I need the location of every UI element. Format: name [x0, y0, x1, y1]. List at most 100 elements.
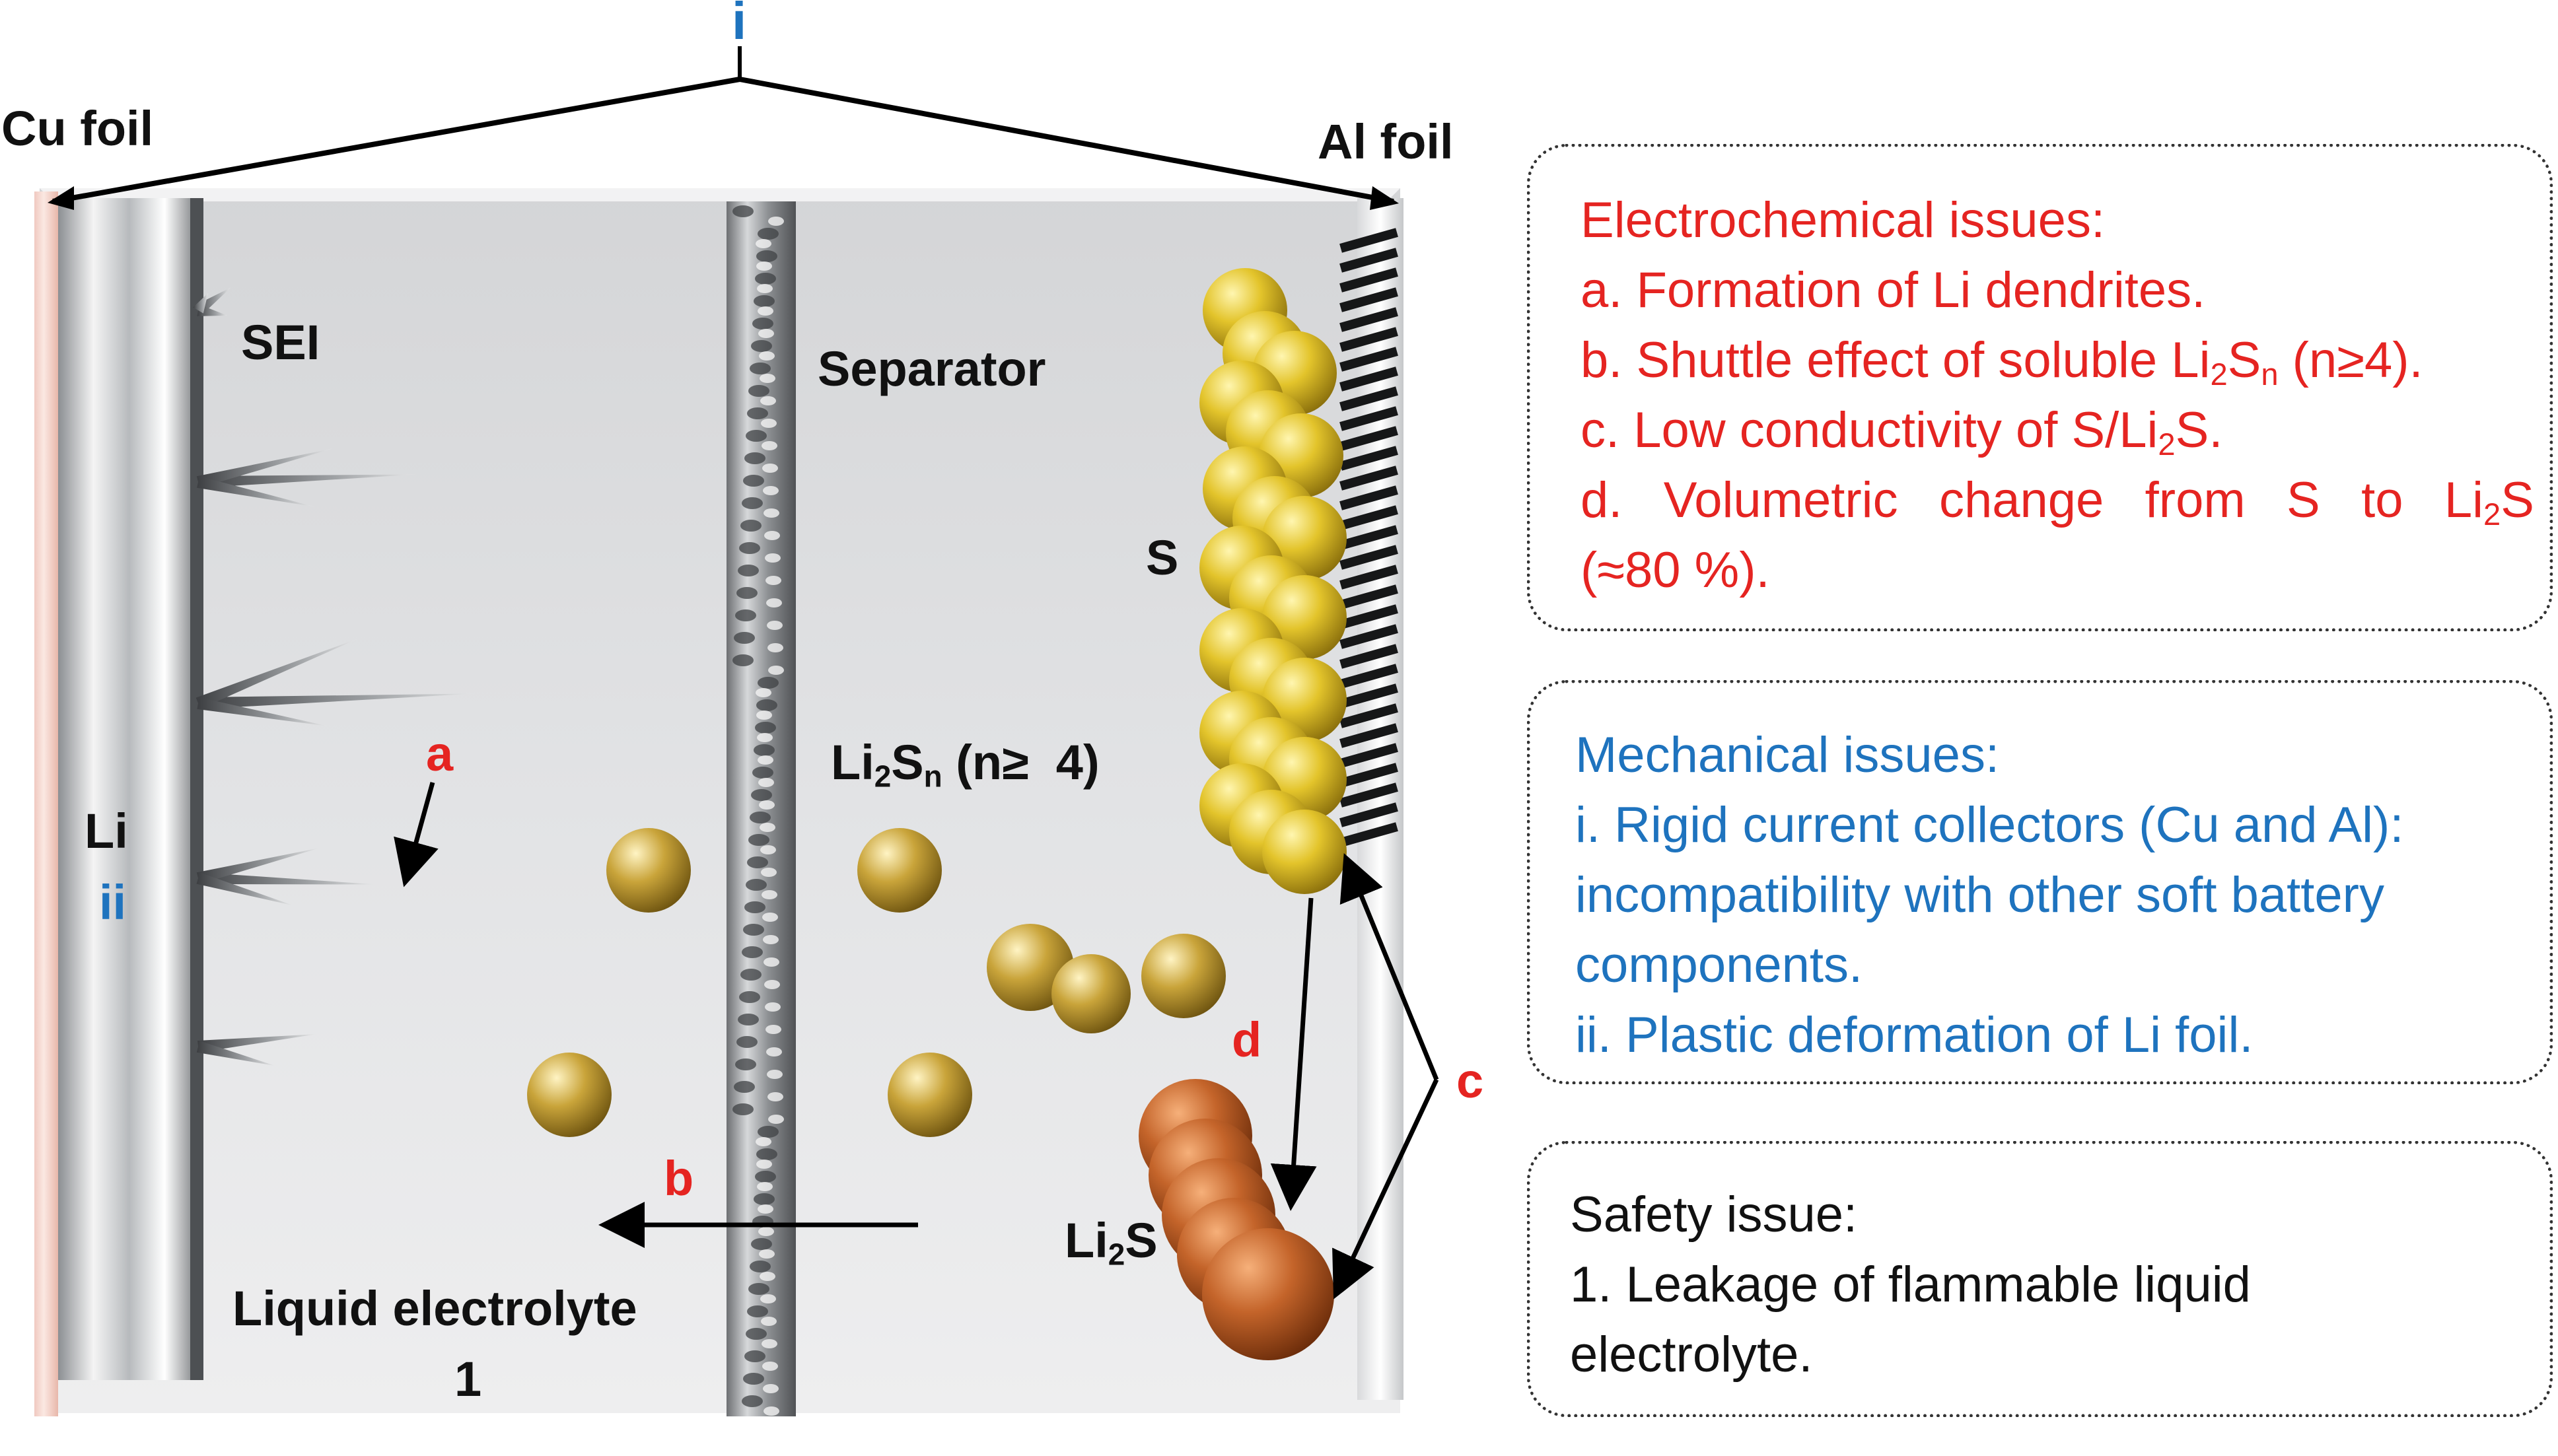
separator-fiber	[760, 1294, 776, 1303]
coating-stripe	[1339, 683, 1398, 709]
issue-c: c. Low conductivity of S/Li2S.	[1581, 402, 2223, 462]
li-dendrite	[195, 639, 358, 709]
separator-fiber	[740, 520, 762, 532]
separator-fiber	[754, 744, 775, 756]
li-dendrite	[197, 474, 416, 488]
li-dendrite	[197, 1034, 317, 1053]
coating-stripe	[1339, 347, 1398, 372]
label-s: S	[1146, 530, 1179, 585]
separator-fiber	[738, 565, 759, 576]
label-li2s: Li2S	[1065, 1213, 1158, 1272]
separator-fiber	[736, 1036, 758, 1048]
coating-stripe	[1339, 644, 1398, 669]
li-metal-edge	[190, 198, 203, 1380]
li-dendrites	[193, 287, 476, 1066]
separator-fiber	[756, 699, 777, 711]
separator-fiber	[750, 1261, 771, 1272]
li-dendrite	[196, 448, 333, 488]
coating-stripe	[1339, 446, 1398, 471]
mechanical-issues-panel: Mechanical issues: i. Rigid current coll…	[1527, 680, 2553, 1084]
separator-fiber	[734, 632, 755, 644]
separator-fiber	[735, 609, 756, 621]
separator-fiber	[768, 1115, 784, 1124]
coating-stripe	[1339, 505, 1398, 530]
separator-fiber	[764, 1406, 779, 1416]
label-separator: Separator	[818, 341, 1046, 396]
separator-fiber	[764, 508, 779, 518]
coating-stripe	[1339, 822, 1398, 847]
separator-fiber	[759, 1249, 775, 1259]
separator-fiber	[763, 486, 779, 495]
separator-fiber	[754, 1193, 775, 1205]
coating-stripe	[1339, 228, 1398, 253]
separator-fiber	[738, 1014, 759, 1025]
separator-fiber	[761, 1317, 777, 1326]
coating-stripe	[1339, 782, 1398, 808]
separator-fiber	[766, 598, 782, 607]
coating-stripe	[1339, 584, 1398, 609]
separator-fiber	[765, 1002, 781, 1012]
separator-fiber	[746, 430, 767, 442]
separator-fiber	[732, 1103, 754, 1115]
sulfur-particles	[1199, 268, 1347, 894]
separator-fiber	[760, 845, 776, 854]
separator-fiber	[747, 1305, 768, 1317]
separator-fiber	[765, 576, 781, 585]
separator-fiber	[742, 497, 763, 509]
label-al-foil: Al foil	[1318, 114, 1454, 169]
separator-fiber	[758, 306, 773, 316]
separator-fiber	[756, 239, 771, 248]
separator-fiber	[743, 475, 764, 487]
coating-stripe	[1339, 545, 1398, 570]
separator-fiber	[762, 1339, 777, 1348]
label-sei: SEI	[241, 315, 320, 370]
separator-fiber	[758, 329, 774, 338]
separator-fiber	[732, 654, 754, 666]
coating-stripe	[1339, 565, 1398, 590]
safety-issue-1-line2: electrolyte.	[1570, 1327, 1813, 1383]
separator-fiber	[754, 295, 775, 307]
separator-fiber	[762, 464, 778, 473]
separator-fiber	[759, 800, 775, 810]
al-foil-coating	[1339, 228, 1398, 847]
label-cu-foil: Cu foil	[1, 101, 154, 156]
separator-fiber	[761, 868, 777, 877]
separator-fiber	[748, 385, 769, 397]
mechanical-issue-ii: ii. Plastic deformation of Li foil.	[1575, 1007, 2254, 1063]
arrow-a	[394, 782, 439, 887]
coating-stripe	[1339, 604, 1398, 629]
safety-issue-1: 1. Leakage of flammable liquid	[1570, 1257, 2251, 1313]
separator-fiber	[763, 1384, 779, 1393]
separator-fiber	[768, 666, 784, 675]
separator-fiber	[742, 946, 763, 958]
separator-fiber	[758, 1204, 773, 1214]
sulfur-particle	[1262, 575, 1347, 660]
separator-fiber	[750, 363, 771, 374]
separator-fiber	[756, 1137, 771, 1146]
separator-fiber	[739, 542, 760, 554]
separator-fiber	[739, 991, 760, 1003]
label-i: i	[732, 0, 747, 50]
coating-stripe	[1339, 763, 1398, 788]
separator-fiber	[767, 643, 783, 652]
separator-fiber	[744, 901, 765, 913]
separator-fiber	[761, 419, 777, 428]
separator-fiber	[765, 1025, 781, 1034]
coating-stripe	[1339, 485, 1398, 510]
coating-stripe	[1339, 406, 1398, 431]
polysulfide-particles	[527, 828, 1226, 1137]
separator-fiber	[757, 284, 773, 293]
label-b: b	[664, 1151, 694, 1206]
separator-fiber	[762, 890, 777, 899]
separator-fiber	[735, 1058, 756, 1070]
separator-fiber	[756, 261, 772, 271]
issue-d-continued: (≈80 %).	[1581, 542, 1770, 598]
li2s-particle	[1202, 1228, 1334, 1360]
separator-fiber	[767, 621, 783, 630]
separator-fiber	[746, 1328, 767, 1340]
polysulfide-particle	[527, 1053, 612, 1137]
separator-fiber	[758, 677, 779, 689]
separator-fiber	[756, 688, 771, 697]
separator-fiber	[751, 789, 772, 801]
